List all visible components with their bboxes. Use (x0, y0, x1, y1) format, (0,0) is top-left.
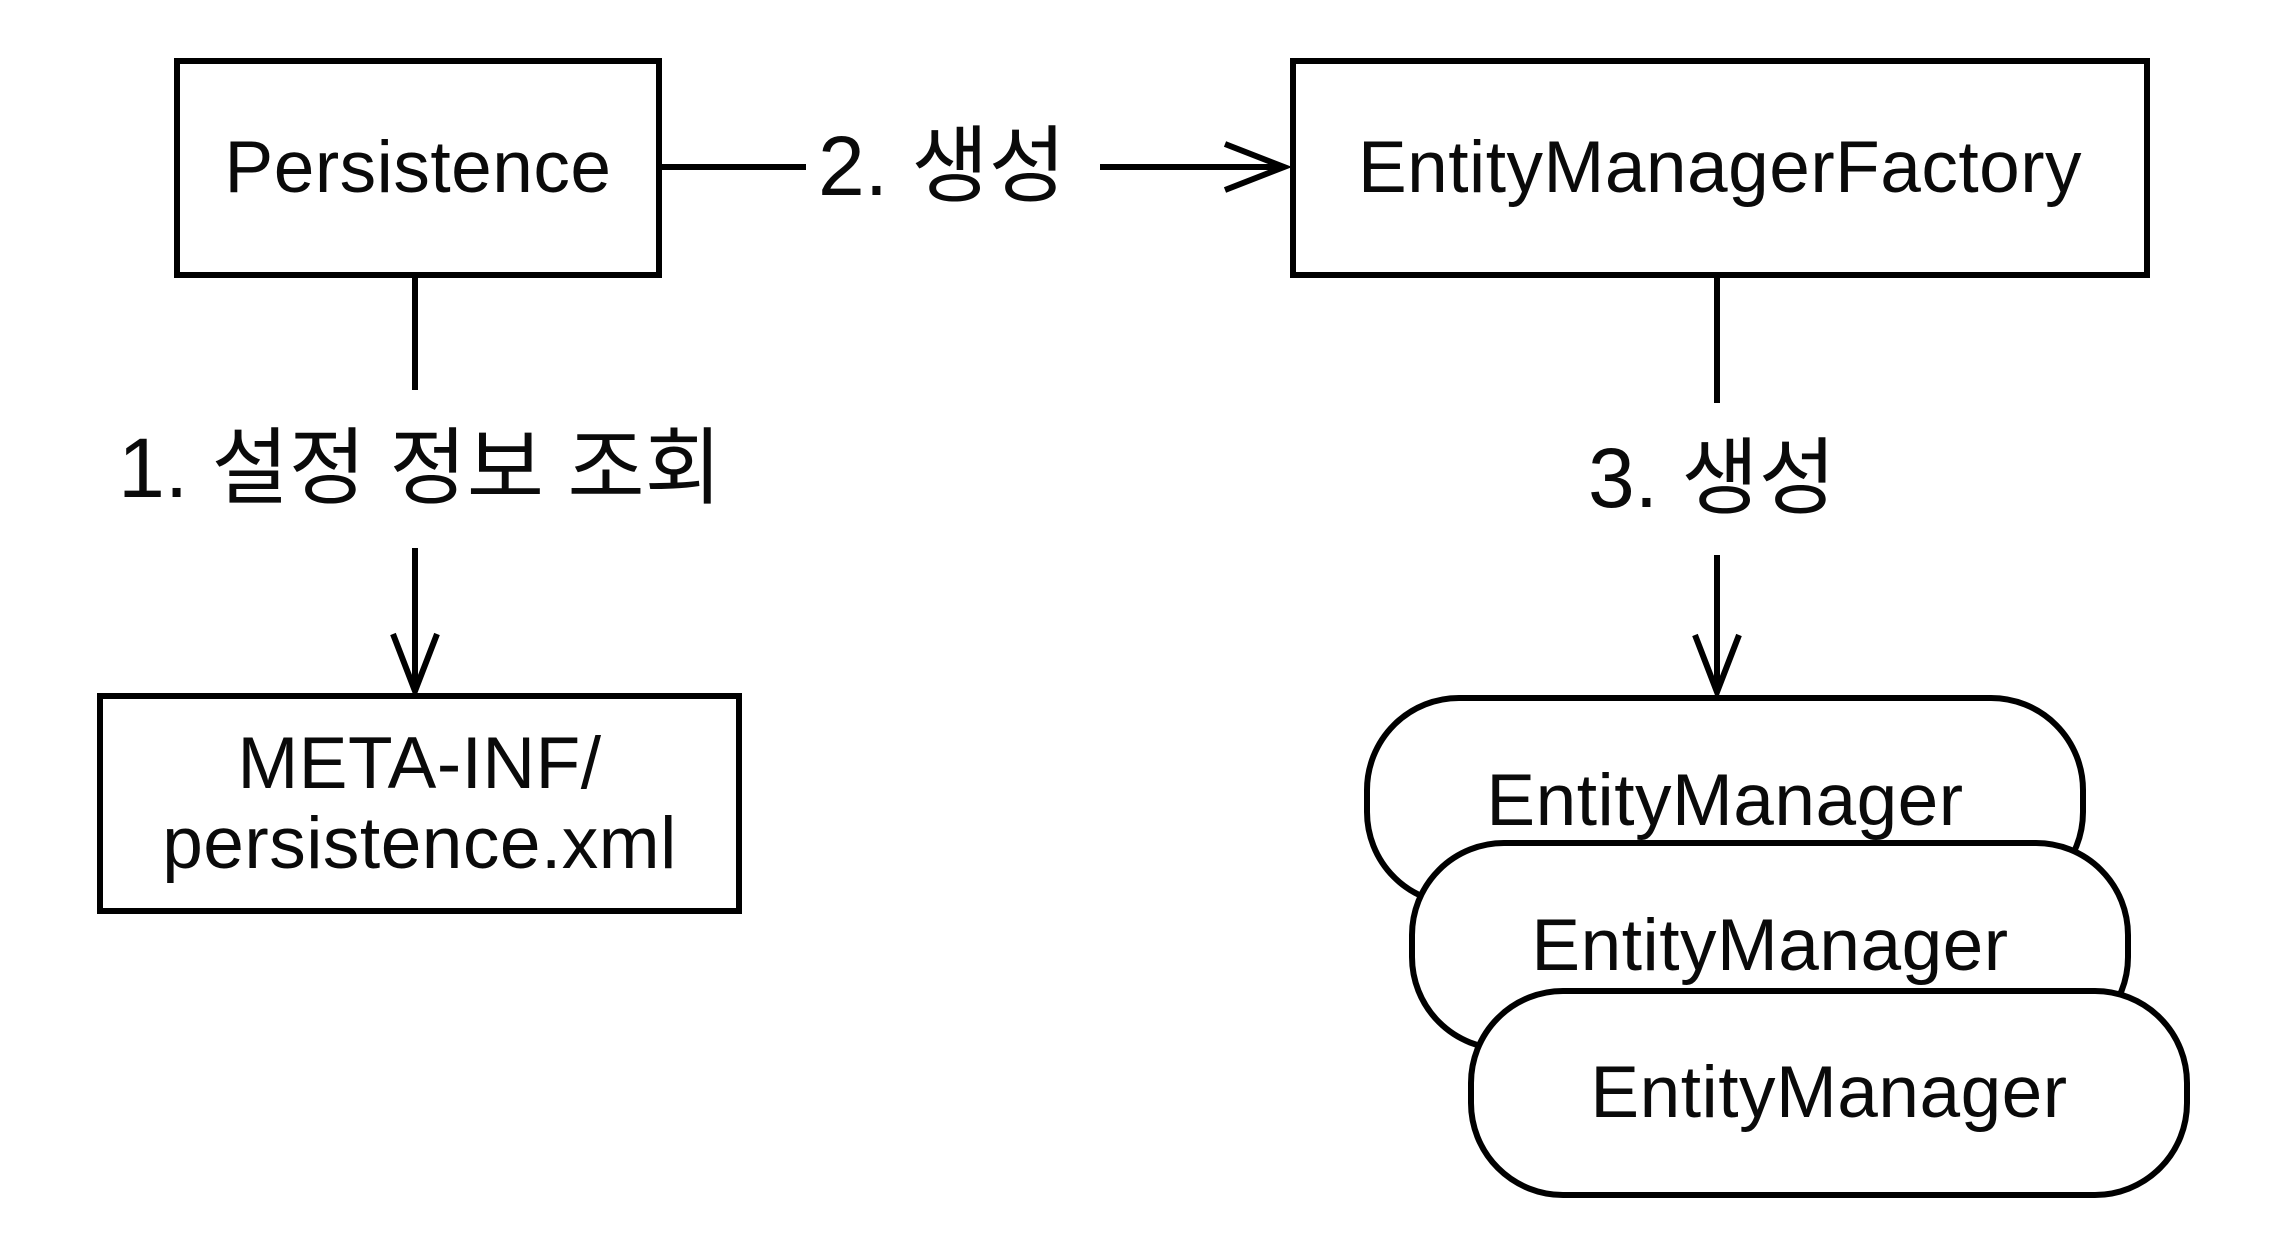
persistence-node-label: Persistence (224, 127, 612, 208)
step2-arrowhead-icon (1223, 141, 1293, 193)
persistence-node: Persistence (174, 58, 662, 278)
entity-manager-node-3-label: EntityManager (1590, 1052, 2068, 1133)
meta-inf-node-label-line2: persistence.xml (162, 802, 677, 884)
entity-manager-factory-node: EntityManagerFactory (1290, 58, 2150, 278)
entity-manager-node-3: EntityManager (1468, 988, 2190, 1198)
step1-arrowhead-icon (390, 632, 440, 700)
meta-inf-node-label-line1: META-INF/ (237, 722, 602, 804)
entity-manager-node-1-label: EntityManager (1486, 760, 1964, 841)
entity-manager-factory-node-label: EntityManagerFactory (1357, 127, 2083, 208)
step3-edge-label: 3. 생성 (1588, 431, 1836, 525)
entity-manager-node-2-label: EntityManager (1531, 905, 2009, 986)
meta-inf-persistence-xml-node: META-INF/ persistence.xml (97, 693, 742, 914)
step2-edge-label: 2. 생성 (818, 119, 1066, 213)
step3-arrowhead-icon (1692, 633, 1742, 701)
step1-edge-label: 1. 설정 정보 조회 (118, 421, 722, 515)
